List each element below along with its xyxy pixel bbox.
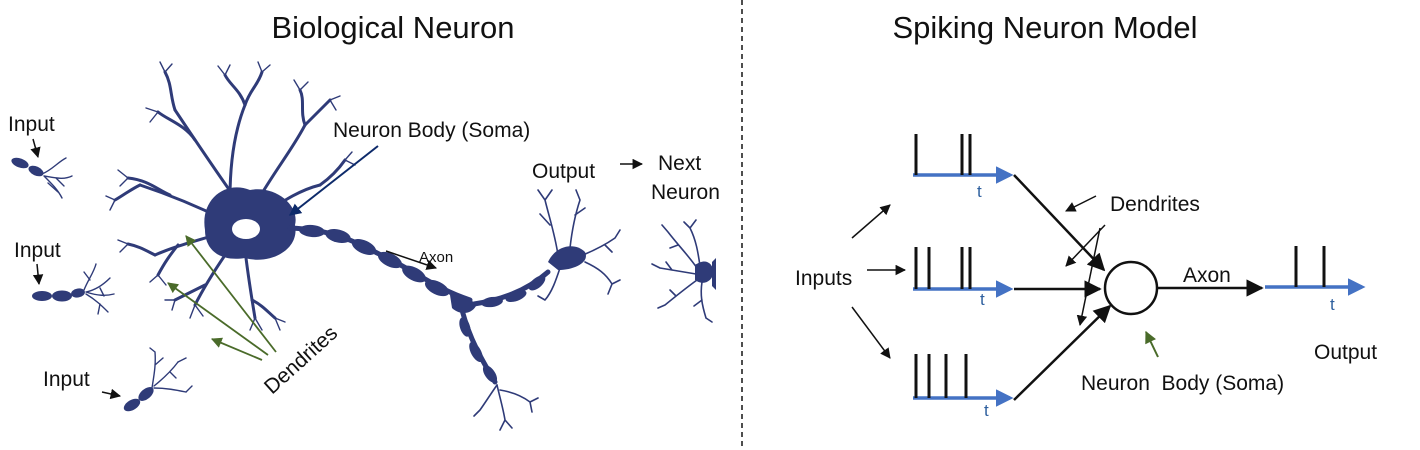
next-label: Next (658, 152, 701, 175)
input-fragment-1 (11, 157, 73, 199)
dendrites-label-right: Dendrites (1110, 193, 1200, 216)
left-panel-title: Biological Neuron (272, 10, 515, 45)
spiking-neuron-panel: Spiking Neuron Model t t (795, 10, 1377, 420)
soma-label-right: Neuron Body (Soma) (1081, 372, 1284, 395)
spike-train-input-2: t (913, 247, 1014, 309)
input-label-3: Input (43, 368, 90, 391)
soma-arrow (289, 145, 379, 216)
dendrites-label-left: Dendrites (260, 321, 342, 398)
spike-train-output: t (1265, 246, 1366, 314)
next-neuron-illustration (651, 219, 716, 323)
dendrite-label-arrows (1065, 195, 1106, 327)
dendrite-arrows-left (167, 235, 277, 361)
time-label-2: t (980, 290, 985, 309)
next-neuron-label: Neuron (651, 181, 720, 204)
soma-label: Neuron Body (Soma) (333, 119, 530, 142)
soma-circle (1103, 260, 1159, 316)
input-label-2: Input (14, 239, 61, 262)
time-label-output: t (1330, 295, 1335, 314)
input-arrow-3 (101, 388, 122, 400)
soma-arrow-right (1145, 330, 1159, 358)
dendrite-connections (1013, 174, 1112, 401)
axon-arrow-left (385, 250, 437, 270)
inputs-label: Inputs (795, 267, 852, 290)
input-arrow-2 (32, 263, 44, 286)
time-label-3: t (984, 401, 989, 420)
output-label-right: Output (1314, 341, 1377, 364)
input-fragment-2 (32, 263, 115, 315)
neuron-illustration (105, 61, 621, 431)
input-arrow-1 (30, 138, 41, 159)
inputs-arrows (851, 204, 907, 359)
input-fragment-3 (123, 347, 193, 412)
time-label-1: t (977, 182, 982, 201)
right-panel-title: Spiking Neuron Model (892, 10, 1197, 45)
input-label-1: Input (8, 113, 55, 136)
spike-train-input-3: t (913, 354, 1014, 420)
output-label: Output (532, 160, 595, 183)
axon-label-right: Axon (1183, 264, 1231, 287)
biological-neuron-panel: Biological Neuron (8, 10, 720, 431)
spike-train-input-1: t (913, 134, 1014, 201)
